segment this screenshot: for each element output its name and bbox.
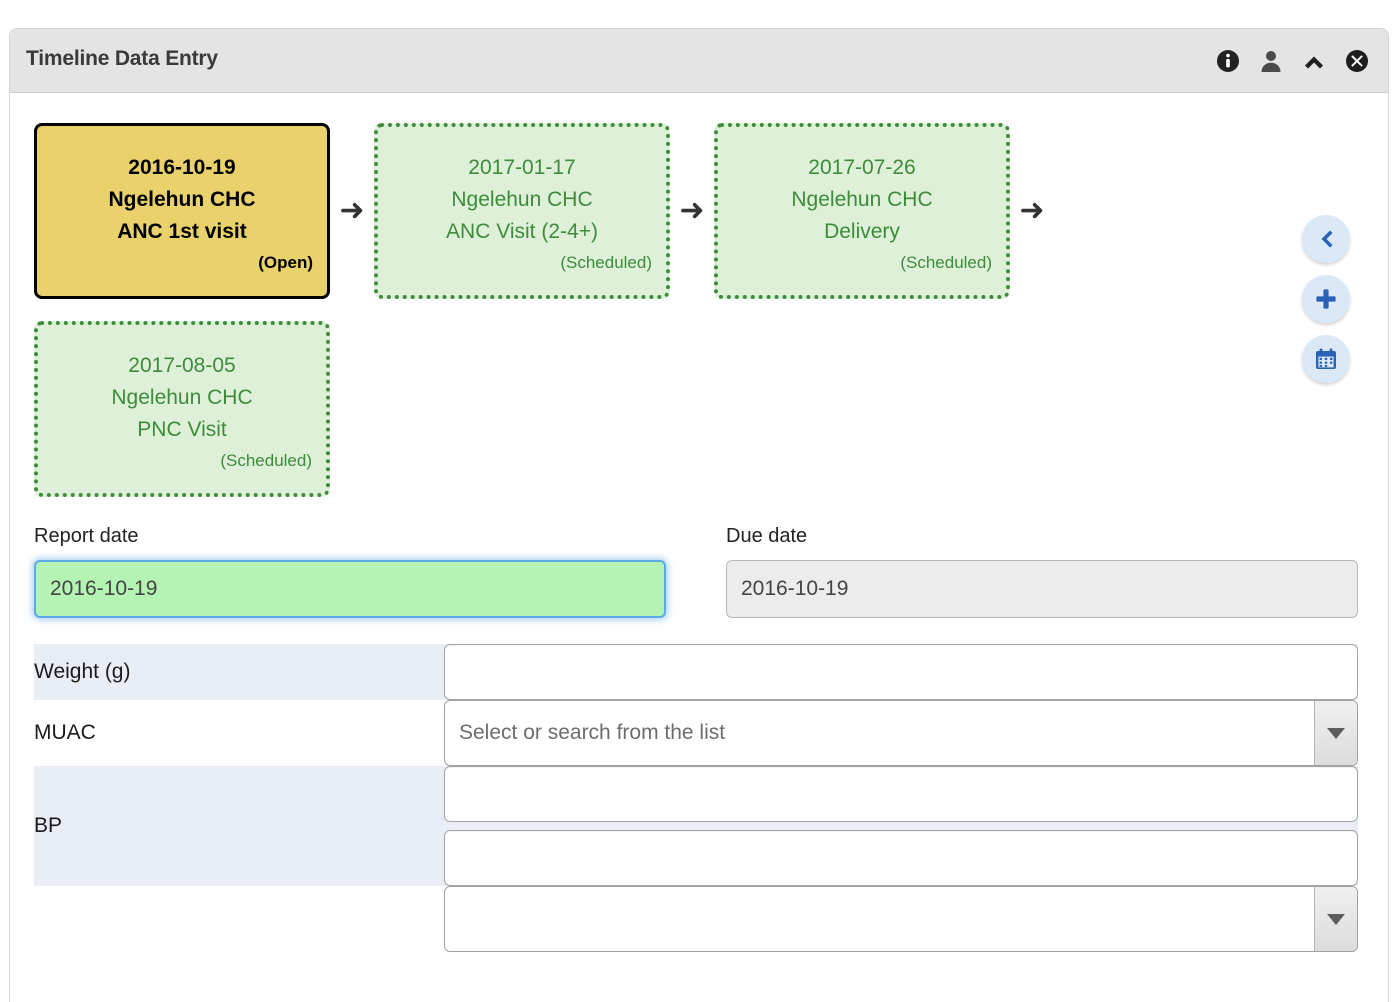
- due-date-field: Due date: [726, 525, 1358, 618]
- timeline-arrow-icon: ➜: [330, 123, 374, 299]
- chevron-down-icon: [1327, 914, 1345, 925]
- table-row: [34, 886, 1358, 952]
- table-row: Weight (g): [34, 644, 1358, 700]
- weight-input[interactable]: [444, 644, 1358, 700]
- event-program-stage: PNC Visit: [52, 414, 312, 446]
- row-value-bp: [444, 766, 1358, 886]
- next-select-value[interactable]: [444, 886, 1358, 952]
- timeline-arrow-icon: ➜: [1010, 123, 1054, 299]
- event-org-unit: Ngelehun CHC: [51, 184, 313, 216]
- event-date: 2017-08-05: [52, 350, 312, 382]
- timeline-event-card-2[interactable]: 2017-01-17 Ngelehun CHC ANC Visit (2-4+)…: [374, 123, 670, 299]
- due-date-input: [726, 560, 1358, 618]
- table-row: MUAC Select or search from the list: [34, 700, 1358, 766]
- plus-icon: [1313, 286, 1339, 312]
- timeline-arrow-icon: ➜: [670, 123, 714, 299]
- row-value-muac: Select or search from the list: [444, 700, 1358, 766]
- event-program-stage: ANC Visit (2-4+): [392, 216, 652, 248]
- event-org-unit: Ngelehun CHC: [732, 184, 992, 216]
- date-fields-row: Report date Due date: [10, 525, 1388, 618]
- page-title: Timeline Data Entry: [26, 47, 218, 71]
- row-value-weight: [444, 644, 1358, 700]
- event-org-unit: Ngelehun CHC: [52, 382, 312, 414]
- bp-diastolic-input[interactable]: [444, 830, 1358, 886]
- event-status: (Scheduled): [392, 252, 652, 274]
- row-label-weight: Weight (g): [34, 644, 444, 700]
- row-label-next: [34, 886, 444, 952]
- event-status: (Open): [51, 252, 313, 274]
- timeline-event-card-4[interactable]: 2017-08-05 Ngelehun CHC PNC Visit (Sched…: [34, 321, 330, 497]
- event-date: 2017-07-26: [732, 152, 992, 184]
- event-status: (Scheduled): [732, 252, 992, 274]
- muac-select-toggle[interactable]: [1314, 701, 1357, 765]
- panel-body: 2016-10-19 Ngelehun CHC ANC 1st visit (O…: [10, 93, 1388, 1002]
- calendar-icon: [1313, 346, 1339, 372]
- data-element-table: Weight (g) MUAC Select or search from th…: [34, 644, 1358, 952]
- table-row: BP: [34, 766, 1358, 886]
- event-status: (Scheduled): [52, 450, 312, 472]
- timeline-event-card-1[interactable]: 2016-10-19 Ngelehun CHC ANC 1st visit (O…: [34, 123, 330, 299]
- close-icon[interactable]: [1344, 48, 1370, 74]
- muac-select-value[interactable]: Select or search from the list: [444, 700, 1358, 766]
- event-program-stage: Delivery: [732, 216, 992, 248]
- add-event-button[interactable]: [1302, 275, 1350, 323]
- schedule-button[interactable]: [1302, 335, 1350, 383]
- chevron-down-icon: [1327, 728, 1345, 739]
- report-date-label: Report date: [34, 525, 666, 548]
- event-org-unit: Ngelehun CHC: [392, 184, 652, 216]
- row-label-muac: MUAC: [34, 700, 444, 766]
- header-icon-group: [1215, 29, 1370, 93]
- info-icon[interactable]: [1215, 48, 1241, 74]
- action-rail: [1302, 215, 1350, 383]
- person-icon[interactable]: [1258, 48, 1284, 74]
- event-date: 2017-01-17: [392, 152, 652, 184]
- muac-select[interactable]: Select or search from the list: [444, 700, 1358, 766]
- panel-header: Timeline Data Entry: [10, 29, 1388, 93]
- chevron-up-icon[interactable]: [1301, 48, 1327, 74]
- timeline-data-entry-panel: Timeline Data Entry: [9, 28, 1389, 1002]
- event-date: 2016-10-19: [51, 152, 313, 184]
- row-value-next: [444, 886, 1358, 952]
- row-label-bp: BP: [34, 766, 444, 886]
- event-program-stage: ANC 1st visit: [51, 216, 313, 248]
- event-timeline: 2016-10-19 Ngelehun CHC ANC 1st visit (O…: [10, 93, 1304, 519]
- next-select[interactable]: [444, 886, 1358, 952]
- report-date-field: Report date: [34, 525, 666, 618]
- timeline-event-card-3[interactable]: 2017-07-26 Ngelehun CHC Delivery (Schedu…: [714, 123, 1010, 299]
- bp-systolic-input[interactable]: [444, 766, 1358, 822]
- report-date-input[interactable]: [34, 560, 666, 618]
- back-button[interactable]: [1302, 215, 1350, 263]
- chevron-left-icon: [1313, 226, 1339, 252]
- due-date-label: Due date: [726, 525, 1358, 548]
- next-select-toggle[interactable]: [1314, 887, 1357, 951]
